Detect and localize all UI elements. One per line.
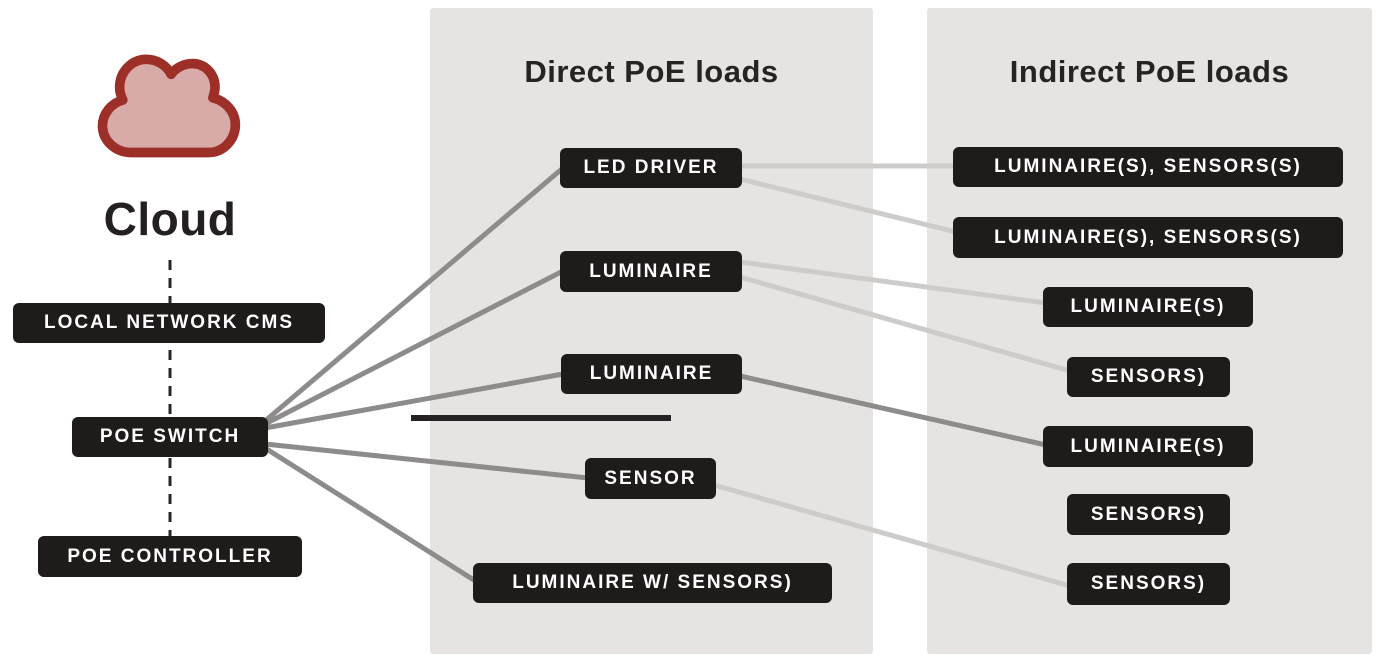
edge-poe-switch-to-luminaire-2 xyxy=(264,371,564,431)
node-indirect-6: SENSORS) xyxy=(1067,494,1230,535)
edge-led-driver-to-indirect-2 xyxy=(739,176,957,235)
node-led-driver: LED DRIVER xyxy=(560,148,742,188)
node-luminaire-1: LUMINAIRE xyxy=(560,251,742,292)
cloud-label: Cloud xyxy=(103,193,237,245)
node-indirect-4: SENSORS) xyxy=(1067,357,1230,397)
direct-loads-panel xyxy=(430,8,873,654)
edge-sensor-to-indirect-7 xyxy=(713,482,1071,589)
indirect-loads-panel xyxy=(927,8,1372,654)
node-indirect-5: LUMINAIRE(S) xyxy=(1043,426,1253,467)
node-luminaire-w-sensors: LUMINAIRE W/ SENSORS) xyxy=(473,563,832,603)
edge-poe-switch-to-luminaire-1 xyxy=(263,268,565,427)
node-indirect-1: LUMINAIRE(S), SENSORS(S) xyxy=(953,147,1343,187)
edge-poe-switch-to-luminaire-w-sensors xyxy=(263,445,479,585)
node-indirect-3: LUMINAIRE(S) xyxy=(1043,287,1253,327)
edge-poe-switch-to-sensor xyxy=(264,441,589,481)
node-luminaire-2: LUMINAIRE xyxy=(561,354,742,394)
node-poe-switch: POE SWITCH xyxy=(72,417,268,457)
node-sensor: SENSOR xyxy=(585,458,716,499)
edge-luminaire-1-to-indirect-3 xyxy=(739,259,1047,306)
node-indirect-7: SENSORS) xyxy=(1067,563,1230,605)
node-local-network-cms: LOCAL NETWORK CMS xyxy=(13,303,325,343)
node-poe-controller: POE CONTROLLER xyxy=(38,536,302,577)
node-indirect-2: LUMINAIRE(S), SENSORS(S) xyxy=(953,217,1343,258)
cloud-icon xyxy=(95,50,245,165)
edge-luminaire-2-to-indirect-5 xyxy=(739,373,1047,448)
direct-loads-title: Direct PoE loads xyxy=(524,54,779,89)
edge-luminaire-1-to-indirect-4 xyxy=(739,274,1071,374)
indirect-loads-title: Indirect PoE loads xyxy=(1009,54,1290,89)
edge-poe-switch-to-led-driver xyxy=(263,166,565,423)
